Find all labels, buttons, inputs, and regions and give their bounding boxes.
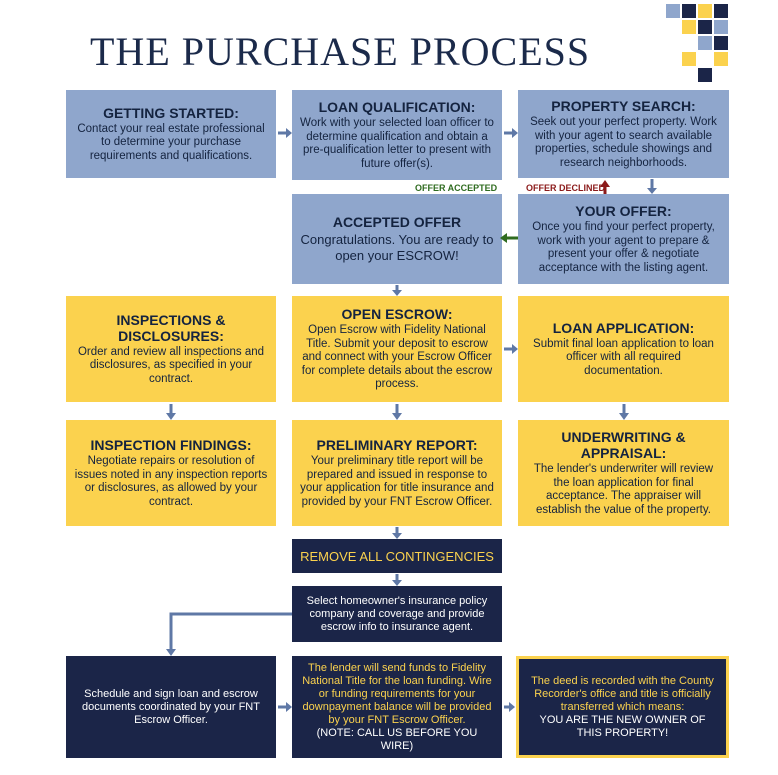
sign-loan-box: Schedule and sign loan and escrow docume… — [66, 656, 276, 758]
preliminary-report-heading: PRELIMINARY REPORT: — [316, 437, 478, 453]
offer-declined-label: OFFER DECLINED — [526, 183, 606, 193]
deed-recorded-emphasis: YOU ARE THE NEW OWNER OF THIS PROPERTY! — [539, 713, 706, 739]
loan-qualification-text: Work with your selected loan officer to … — [300, 117, 494, 170]
arrow-down-icon — [166, 649, 176, 656]
underwriting-box: UNDERWRITING & APPRAISAL: The lender's u… — [518, 420, 729, 526]
accepted-offer-text: Congratulations. You are ready to open y… — [300, 232, 494, 263]
inspections-text: Order and review all inspections and dis… — [77, 345, 265, 385]
arrow-down-icon — [392, 413, 402, 420]
your-offer-heading: YOUR OFFER: — [575, 203, 672, 219]
page-title: THE PURCHASE PROCESS — [90, 29, 591, 74]
getting-started-heading: GETTING STARTED: — [103, 104, 239, 121]
lender-funds-note: (NOTE: CALL US BEFORE YOU WIRE) — [316, 726, 478, 752]
preliminary-report-box: PRELIMINARY REPORT: Your preliminary tit… — [292, 420, 502, 526]
loan-qualification-box: LOAN QUALIFICATION: Work with your selec… — [292, 90, 502, 180]
inspections-box: INSPECTIONS & DISCLOSURES: Order and rev… — [66, 296, 276, 402]
preliminary-report-text: Your preliminary title report will be pr… — [300, 455, 494, 508]
underwriting-heading: UNDERWRITING & APPRAISAL: — [561, 429, 686, 461]
remove-contingencies-box: REMOVE ALL CONTINGENCIES — [292, 539, 502, 573]
arrow-down-icon — [619, 413, 629, 420]
getting-started-box: GETTING STARTED: Contact your real estat… — [66, 90, 276, 178]
inspection-findings-box: INSPECTION FINDINGS: Negotiate repairs o… — [66, 420, 276, 526]
loan-application-box: LOAN APPLICATION: Submit final loan appl… — [518, 296, 729, 402]
property-search-heading: PROPERTY SEARCH: — [551, 98, 696, 114]
sign-loan-text: Schedule and sign loan and escrow docume… — [82, 687, 260, 726]
inspections-heading: INSPECTIONS & DISCLOSURES: — [116, 311, 226, 344]
arrow-down-icon — [166, 413, 176, 420]
arrow-right-icon — [509, 702, 515, 712]
inspection-findings-text: Negotiate repairs or resolution of issue… — [74, 455, 268, 508]
open-escrow-text: Open Escrow with Fidelity National Title… — [301, 324, 493, 391]
property-search-box: PROPERTY SEARCH: Seek out your perfect p… — [518, 90, 729, 178]
getting-started-text: Contact your real estate professional to… — [77, 122, 265, 162]
offer-accepted-label: OFFER ACCEPTED — [415, 183, 498, 193]
your-offer-box: YOUR OFFER: Once you find your perfect p… — [518, 194, 729, 284]
loan-application-heading: LOAN APPLICATION: — [552, 319, 695, 336]
open-escrow-heading: OPEN ESCROW: — [341, 306, 453, 323]
elbow-arrow-icon — [169, 612, 292, 650]
accepted-offer-box: ACCEPTED OFFER Congratulations. You are … — [292, 194, 502, 284]
your-offer-text: Once you find your perfect property, wor… — [532, 221, 715, 274]
underwriting-text: The lender's underwriter will review the… — [533, 463, 714, 516]
accepted-offer-heading: ACCEPTED OFFER — [332, 214, 462, 230]
lender-funds-box: The lender will send funds to Fidelity N… — [292, 656, 502, 758]
loan-qualification-heading: LOAN QUALIFICATION: — [318, 99, 476, 115]
lender-funds-text: The lender will send funds to Fidelity N… — [302, 661, 492, 726]
insurance-box: Select homeowner's insurance policy comp… — [292, 586, 502, 642]
deed-recorded-box: The deed is recorded with the County Rec… — [516, 656, 729, 758]
deed-recorded-text: The deed is recorded with the County Rec… — [531, 674, 714, 713]
open-escrow-box: OPEN ESCROW: Open Escrow with Fidelity N… — [292, 296, 502, 402]
insurance-text: Select homeowner's insurance policy comp… — [306, 594, 488, 633]
inspection-findings-heading: INSPECTION FINDINGS: — [90, 437, 252, 453]
remove-contingencies-text: REMOVE ALL CONTINGENCIES — [300, 548, 494, 564]
loan-application-text: Submit final loan application to loan of… — [533, 337, 714, 377]
property-search-text: Seek out your perfect property. Work wit… — [530, 116, 717, 169]
